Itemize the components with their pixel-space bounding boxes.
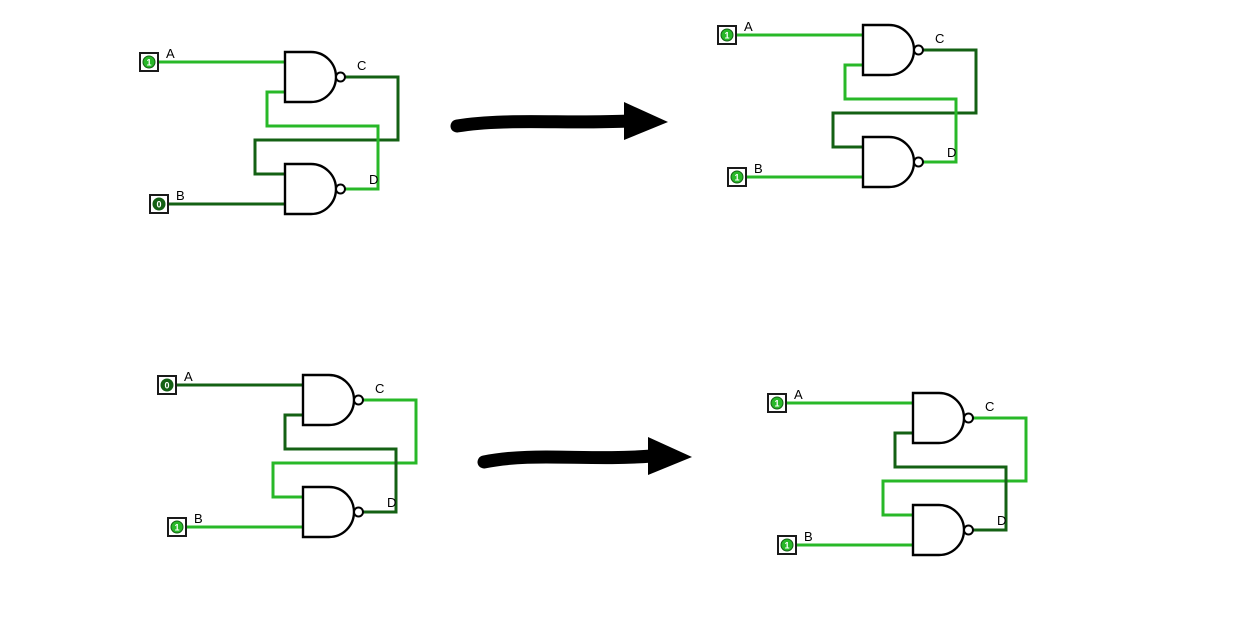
- input-switch-B[interactable]: 0: [149, 194, 169, 214]
- nand-gate-D-bubble-icon: [335, 183, 346, 195]
- input-switch-B-state-icon: [730, 170, 744, 184]
- nand-gate-D[interactable]: [283, 162, 338, 216]
- label-output-C: C: [985, 399, 994, 414]
- label-output-D: D: [997, 513, 1006, 528]
- circuit-bottom-left: 0 1 A B C D: [157, 369, 418, 539]
- input-switch-A-state-icon: [142, 55, 156, 69]
- input-switch-B-value: 1: [174, 523, 179, 533]
- nand-gate-D[interactable]: [861, 135, 916, 189]
- wire-feedback-C: [881, 416, 1028, 517]
- right-arrow-shaft: [477, 449, 659, 469]
- label-input-B: B: [176, 188, 185, 203]
- wire-feedback-D: [843, 63, 958, 164]
- input-switch-B[interactable]: 1: [167, 517, 187, 537]
- right-arrow-icon: [477, 437, 692, 475]
- label-output-D: D: [387, 495, 396, 510]
- nand-gate-C-bubble-icon: [335, 71, 346, 83]
- nand-gate-C[interactable]: [301, 373, 356, 427]
- label-input-A: A: [166, 46, 175, 61]
- wire-feedback-C: [253, 75, 400, 176]
- input-switch-A-value: 0: [164, 381, 169, 391]
- wire-feedback-D: [893, 431, 1008, 532]
- input-switch-A-value: 1: [774, 399, 779, 409]
- nand-gate-D[interactable]: [301, 485, 356, 539]
- input-switch-A-state-icon: [720, 28, 734, 42]
- label-output-D: D: [947, 145, 956, 160]
- circuit-top-right: 1 1 A B C D: [717, 19, 978, 189]
- input-switch-B-value: 1: [734, 173, 739, 183]
- input-switch-A[interactable]: 1: [767, 393, 787, 413]
- right-arrow-shaft: [450, 114, 635, 133]
- circuit-top-left: 1 0 A B C D: [139, 46, 400, 216]
- input-switch-A[interactable]: 1: [139, 52, 159, 72]
- right-arrow-icon: [450, 102, 668, 140]
- input-switch-A-state-icon: [160, 378, 174, 392]
- right-arrow-head: [648, 437, 692, 475]
- nand-gate-D[interactable]: [911, 503, 966, 557]
- right-arrow-head: [624, 102, 668, 140]
- input-switch-A-value: 1: [146, 58, 151, 68]
- label-input-B: B: [194, 511, 203, 526]
- nand-gate-D-bubble-icon: [353, 506, 364, 518]
- label-input-A: A: [794, 387, 803, 402]
- nand-gate-C[interactable]: [283, 50, 338, 104]
- circuit-bottom-right: 1 1 A B C D: [767, 387, 1028, 557]
- nand-gate-C-bubble-icon: [963, 412, 974, 424]
- nand-gate-C[interactable]: [911, 391, 966, 445]
- nand-gate-C-bubble-icon: [353, 394, 364, 406]
- label-input-B: B: [804, 529, 813, 544]
- input-switch-A[interactable]: 1: [717, 25, 737, 45]
- input-switch-B-value: 0: [156, 200, 161, 210]
- input-switch-B-state-icon: [780, 538, 794, 552]
- label-input-B: B: [754, 161, 763, 176]
- wire-feedback-C: [271, 398, 418, 499]
- wire-feedback-D: [283, 413, 398, 514]
- label-output-C: C: [357, 58, 366, 73]
- wire-feedback-C: [831, 48, 978, 149]
- label-output-C: C: [935, 31, 944, 46]
- nand-gate-C-bubble-icon: [913, 44, 924, 56]
- label-input-A: A: [744, 19, 753, 34]
- nand-gate-D-bubble-icon: [913, 156, 924, 168]
- input-switch-B[interactable]: 1: [777, 535, 797, 555]
- input-switch-B-value: 1: [784, 541, 789, 551]
- input-switch-B-state-icon: [152, 197, 166, 211]
- label-input-A: A: [184, 369, 193, 384]
- input-switch-A-state-icon: [770, 396, 784, 410]
- input-switch-B-state-icon: [170, 520, 184, 534]
- label-output-C: C: [375, 381, 384, 396]
- wire-feedback-D: [265, 90, 380, 191]
- input-switch-A[interactable]: 0: [157, 375, 177, 395]
- nand-gate-D-bubble-icon: [963, 524, 974, 536]
- input-switch-B[interactable]: 1: [727, 167, 747, 187]
- input-switch-A-value: 1: [724, 31, 729, 41]
- label-output-D: D: [369, 172, 378, 187]
- nand-gate-C[interactable]: [861, 23, 916, 77]
